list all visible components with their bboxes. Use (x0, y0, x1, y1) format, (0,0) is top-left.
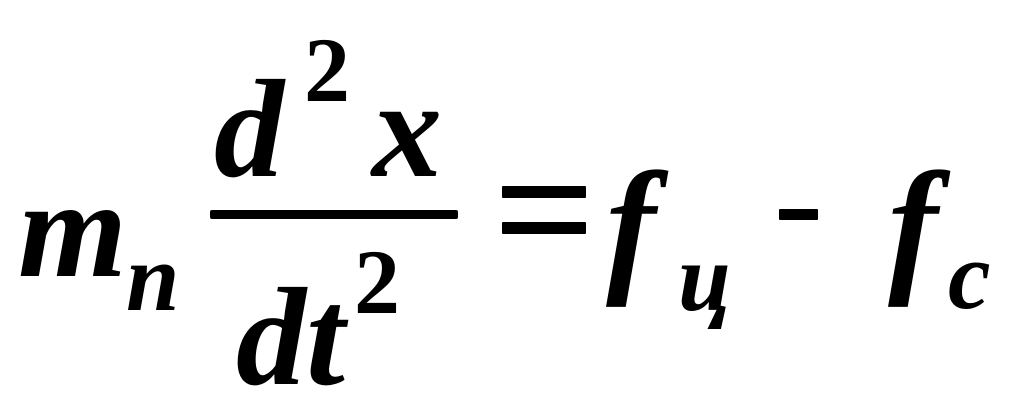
rhs-term-2-subscript: c (948, 222, 991, 329)
mass-subscript: n (126, 224, 180, 331)
minus-sign (779, 209, 818, 220)
fraction-bar (210, 210, 458, 219)
denominator-exponent: 2 (354, 231, 400, 333)
equals-sign (502, 186, 586, 234)
numerator-exponent: 2 (304, 19, 350, 121)
rhs-term-2: f (888, 142, 938, 308)
rhs-term-1-subscript: ц (678, 224, 732, 331)
numerator-x: x (372, 52, 442, 207)
denominator-dt: dt (236, 260, 345, 415)
numerator-d: d (214, 52, 284, 207)
equation: m n d 2 x dt 2 f ц f c (18, 19, 991, 408)
rhs-term-1: f (606, 142, 656, 308)
mass-symbol: m (18, 152, 127, 307)
